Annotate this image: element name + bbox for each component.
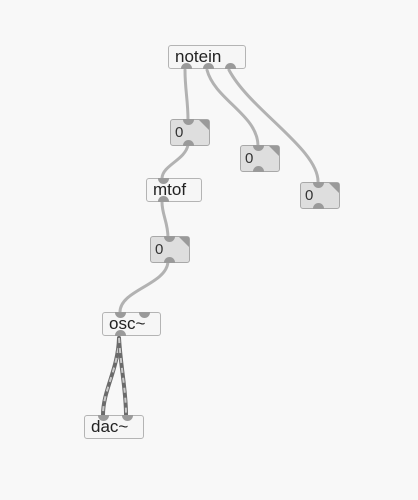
mtof-object[interactable]: mtof [146, 178, 202, 202]
channel-number-inlet[interactable] [313, 182, 324, 188]
notein-outlet-channel[interactable] [225, 63, 236, 69]
number-triangle-icon [269, 146, 279, 156]
notein-object[interactable]: notein [168, 45, 246, 69]
signal-cord-stripe [102, 337, 120, 416]
frequency-number-value: 0 [155, 241, 164, 258]
velocity-number-outlet[interactable] [253, 166, 264, 172]
notein-outlet-velocity[interactable] [203, 63, 214, 69]
mtof-inlet[interactable] [158, 178, 169, 184]
channel-number-box[interactable]: 0 [300, 182, 340, 209]
channel-number-value: 0 [305, 187, 314, 204]
cord-frequency-osc[interactable] [118, 260, 170, 314]
velocity-number-inlet[interactable] [253, 145, 264, 151]
notein-label: notein [175, 47, 222, 66]
frequency-number-outlet[interactable] [164, 257, 175, 263]
pitch-number-value: 0 [175, 124, 184, 141]
pitch-number-inlet[interactable] [183, 119, 194, 125]
dac-inlet-right[interactable] [122, 415, 133, 421]
osc-inlet-phase[interactable] [139, 312, 150, 318]
frequency-number-inlet[interactable] [164, 236, 175, 242]
mtof-label: mtof [153, 180, 187, 199]
pitch-number-box[interactable]: 0 [170, 119, 210, 146]
notein-outlet-pitch[interactable] [181, 63, 192, 69]
osc-outlet-signal[interactable] [115, 330, 126, 336]
signal-cord-stripe [118, 337, 127, 416]
cord-notein-velocity[interactable] [205, 68, 260, 148]
channel-number-outlet[interactable] [313, 203, 324, 209]
number-triangle-icon [329, 183, 339, 193]
mtof-outlet[interactable] [158, 196, 169, 202]
number-triangle-icon [179, 237, 189, 247]
cord-notein-pitch[interactable] [183, 68, 190, 122]
cord-mtof-frequency[interactable] [160, 200, 170, 240]
cord-pitch-mtof[interactable] [160, 143, 190, 180]
cord-notein-channel[interactable] [227, 68, 320, 185]
signal-cord-osc-dac-left[interactable] [101, 336, 121, 417]
pitch-number-outlet[interactable] [183, 140, 194, 146]
velocity-number-value: 0 [245, 150, 254, 167]
osc-label: osc~ [109, 314, 146, 333]
frequency-number-box[interactable]: 0 [150, 236, 190, 263]
osc-inlet-frequency[interactable] [115, 312, 126, 318]
number-triangle-icon [199, 120, 209, 130]
dac-object[interactable]: dac~ [84, 415, 144, 439]
velocity-number-box[interactable]: 0 [240, 145, 280, 172]
osc-object[interactable]: osc~ [102, 312, 161, 336]
dac-inlet-left[interactable] [98, 415, 109, 421]
dac-label: dac~ [91, 417, 129, 436]
